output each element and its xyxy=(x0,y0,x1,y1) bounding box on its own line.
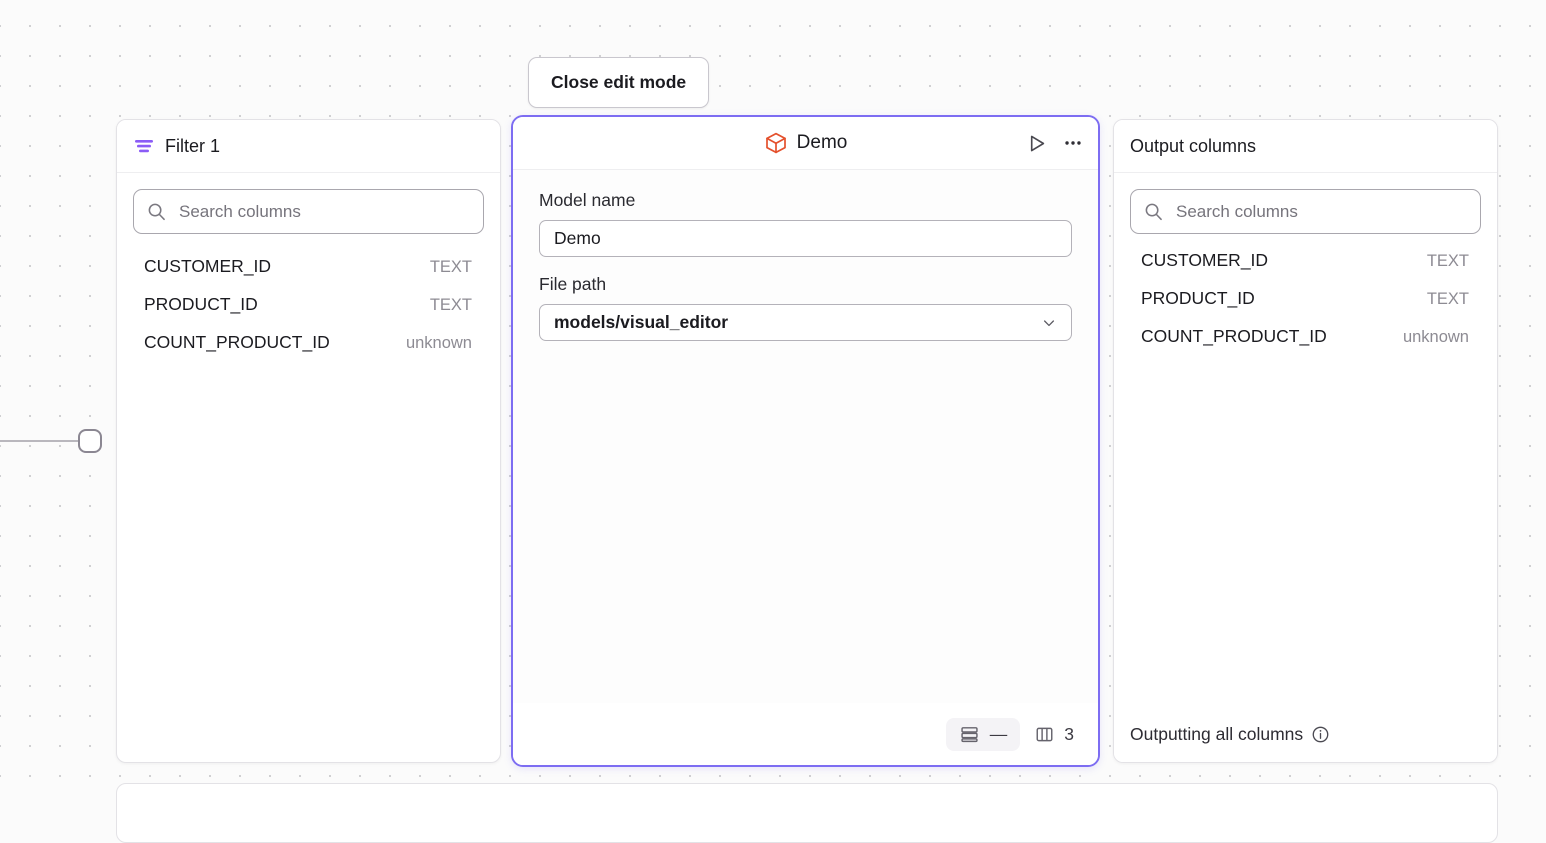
model-panel[interactable]: Demo Model name File path models/ xyxy=(511,115,1100,767)
table-row[interactable]: CUSTOMER_ID TEXT xyxy=(133,256,484,294)
row-count-group[interactable]: — xyxy=(945,717,1021,751)
filter-panel[interactable]: Filter 1 CUSTOMER_ID TEXT PRODUCT_ID TEX… xyxy=(116,119,501,763)
column-name: PRODUCT_ID xyxy=(144,294,258,314)
model-panel-header: Demo xyxy=(513,117,1098,170)
column-name: CUSTOMER_ID xyxy=(1141,250,1269,270)
model-form: Model name File path models/visual_edito… xyxy=(513,170,1098,703)
column-name: PRODUCT_ID xyxy=(1141,288,1255,308)
info-icon[interactable] xyxy=(1311,725,1330,744)
model-panel-title-group: Demo xyxy=(764,131,848,155)
rows-icon xyxy=(959,724,980,745)
chevron-down-icon xyxy=(1041,315,1057,331)
output-search-input[interactable] xyxy=(1176,201,1467,222)
column-type: unknown xyxy=(405,334,472,352)
column-count-group[interactable]: 3 xyxy=(1034,724,1076,745)
filter-panel-header: Filter 1 xyxy=(117,120,500,173)
table-row[interactable]: PRODUCT_ID TEXT xyxy=(1130,288,1481,326)
filter-search-box[interactable] xyxy=(133,189,484,234)
filter-panel-title: Filter 1 xyxy=(165,135,221,156)
ellipsis-icon[interactable] xyxy=(1062,132,1084,154)
model-name-label: Model name xyxy=(539,190,636,210)
filter-search-input[interactable] xyxy=(179,201,470,222)
column-type: unknown xyxy=(1402,328,1469,346)
connector-handle[interactable] xyxy=(78,429,102,453)
next-panel-partial[interactable] xyxy=(116,783,1498,843)
column-name: COUNT_PRODUCT_ID xyxy=(144,332,330,352)
filter-panel-body: CUSTOMER_ID TEXT PRODUCT_ID TEXT COUNT_P… xyxy=(117,173,500,762)
file-path-select[interactable]: models/visual_editor xyxy=(539,304,1072,341)
model-name-field[interactable] xyxy=(539,220,1072,257)
search-icon xyxy=(1144,202,1163,221)
output-panel-body: CUSTOMER_ID TEXT PRODUCT_ID TEXT COUNT_P… xyxy=(1114,173,1497,706)
output-panel-header: Output columns xyxy=(1114,120,1497,173)
column-name: CUSTOMER_ID xyxy=(144,256,272,276)
column-type: TEXT xyxy=(1426,252,1469,270)
column-type: TEXT xyxy=(429,258,472,276)
output-panel-footer: Outputting all columns xyxy=(1114,706,1497,762)
file-path-value: models/visual_editor xyxy=(554,312,729,332)
table-row[interactable]: CUSTOMER_ID TEXT xyxy=(1130,250,1481,288)
table-row[interactable]: COUNT_PRODUCT_ID unknown xyxy=(1130,326,1481,364)
output-columns-panel[interactable]: Output columns CUSTOMER_ID TEXT PRODUCT_… xyxy=(1113,119,1498,763)
file-path-label: File path xyxy=(539,274,607,294)
table-row[interactable]: PRODUCT_ID TEXT xyxy=(133,294,484,332)
filter-icon xyxy=(133,135,155,157)
model-panel-title: Demo xyxy=(796,132,848,153)
search-icon xyxy=(147,202,166,221)
column-count-value: 3 xyxy=(1064,723,1074,744)
table-row[interactable]: COUNT_PRODUCT_ID unknown xyxy=(133,332,484,370)
model-panel-footer: — 3 xyxy=(513,703,1098,765)
column-type: TEXT xyxy=(429,296,472,314)
output-panel-title: Output columns xyxy=(1130,135,1257,156)
model-name-input[interactable] xyxy=(554,228,1057,249)
column-name: COUNT_PRODUCT_ID xyxy=(1141,326,1327,346)
columns-icon xyxy=(1034,724,1055,745)
row-count-value: — xyxy=(989,723,1008,744)
model-panel-actions xyxy=(1025,117,1084,169)
cube-icon xyxy=(764,131,788,155)
output-column-list: CUSTOMER_ID TEXT PRODUCT_ID TEXT COUNT_P… xyxy=(1130,250,1481,364)
output-status-text: Outputting all columns xyxy=(1130,723,1304,744)
filter-column-list: CUSTOMER_ID TEXT PRODUCT_ID TEXT COUNT_P… xyxy=(133,256,484,370)
column-type: TEXT xyxy=(1426,290,1469,308)
connector-edge xyxy=(0,440,80,442)
output-search-box[interactable] xyxy=(1130,189,1481,234)
play-icon[interactable] xyxy=(1025,132,1048,155)
close-edit-mode-button[interactable]: Close edit mode xyxy=(528,57,710,108)
